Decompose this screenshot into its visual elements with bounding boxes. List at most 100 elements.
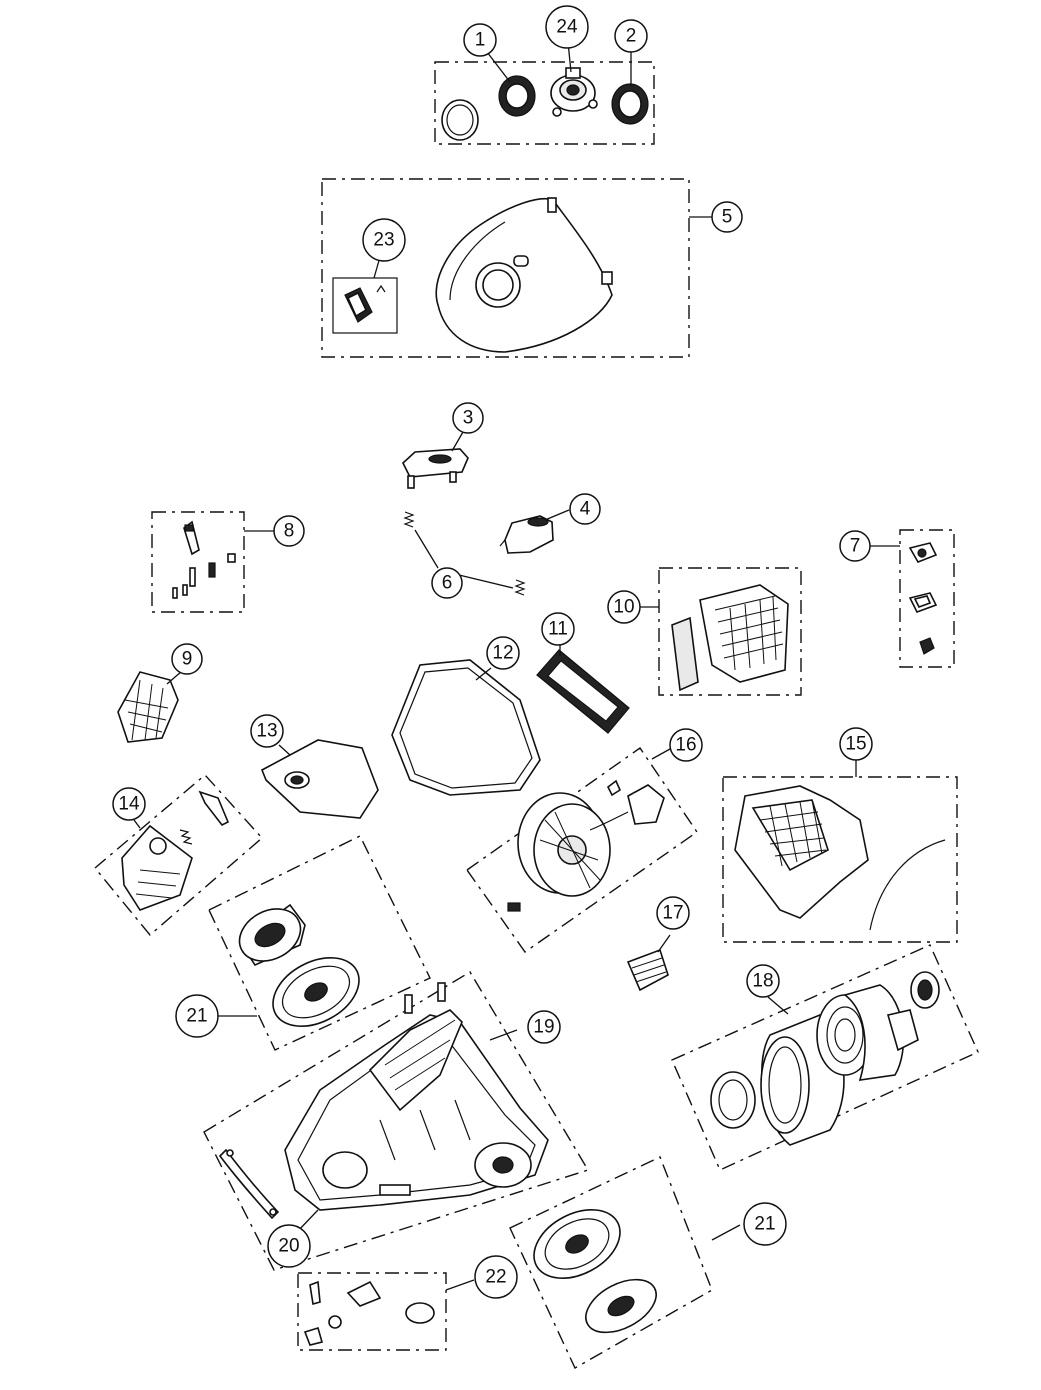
part-motor [816, 984, 919, 1081]
svg-text:23: 23 [373, 230, 394, 251]
group-box-motor [671, 944, 979, 1171]
callout-17: 17 [656, 896, 690, 930]
svg-text:6: 6 [442, 573, 453, 594]
group-box-switch-parts [151, 511, 245, 613]
svg-text:10: 10 [613, 597, 634, 618]
callout-18: 18 [746, 964, 780, 998]
part-hose-swivel-24 [550, 67, 598, 117]
callout-3: 3 [452, 402, 484, 434]
svg-text:22: 22 [485, 1267, 506, 1288]
svg-text:19: 19 [533, 1017, 554, 1038]
callout-12: 12 [486, 636, 520, 670]
part-wheel-cover-b [585, 1278, 657, 1334]
group-box-cord-reel [466, 747, 698, 953]
svg-text:2: 2 [626, 26, 637, 47]
group-box-exhaust-filter [658, 567, 802, 696]
sub-box-latch-23 [332, 277, 398, 334]
part-cover-seal-12 [391, 659, 541, 796]
svg-text:15: 15 [845, 734, 866, 755]
part-pin-a [404, 994, 413, 1014]
svg-text:12: 12 [492, 643, 513, 664]
svg-text:20: 20 [278, 1236, 299, 1257]
svg-text:3: 3 [463, 408, 474, 429]
part-main-body-19 [284, 1009, 549, 1211]
group-box-rear-grille [722, 776, 958, 943]
svg-text:7: 7 [850, 536, 861, 557]
group-wheels-upper [208, 835, 431, 1051]
part-motor-seal [710, 1071, 756, 1129]
svg-text:14: 14 [118, 794, 140, 815]
callout-4: 4 [569, 493, 601, 525]
part-hepa-filter-frame [699, 584, 789, 683]
group-box-top-cover [321, 178, 690, 358]
callout-21-upper: 21 [175, 994, 219, 1038]
group-box-main-body [203, 971, 590, 1271]
part-wheel-b [533, 1209, 621, 1279]
svg-text:13: 13 [256, 721, 277, 742]
group-castor-parts [297, 1272, 447, 1351]
callout-20: 20 [267, 1224, 311, 1268]
part-ring-1 [498, 75, 536, 117]
callout-21-lower: 21 [743, 1202, 787, 1246]
callout-24: 24 [545, 5, 589, 49]
group-box-castor-parts [297, 1272, 447, 1351]
part-springs-6 [403, 511, 526, 596]
svg-text:17: 17 [662, 903, 683, 924]
callout-9: 9 [171, 643, 203, 675]
svg-text:21: 21 [754, 1214, 775, 1235]
svg-text:9: 9 [182, 649, 193, 670]
part-grille-9 [117, 671, 179, 743]
part-ring-2 [611, 83, 649, 125]
callouts: 1 24 2 5 23 3 4 8 7 6 10 11 12 9 13 16 1… [112, 5, 873, 1299]
svg-text:11: 11 [548, 619, 568, 640]
group-wheels-lower [509, 1156, 713, 1369]
svg-text:4: 4 [580, 499, 591, 520]
callout-7: 7 [839, 530, 871, 562]
part-wheel-cover-a [238, 903, 306, 967]
part-pin-b [437, 982, 446, 1002]
group-box-small-clips [899, 529, 955, 668]
group-hose-connector [434, 61, 655, 145]
group-cord-reel [466, 747, 698, 953]
callout-13: 13 [250, 714, 284, 748]
group-bag-holder [94, 774, 263, 936]
group-box-bag-holder [94, 774, 263, 936]
group-small-clips [899, 529, 955, 668]
callout-10: 10 [607, 590, 641, 624]
part-top-cover-5 [435, 197, 613, 353]
group-switch-parts [151, 511, 245, 613]
callout-6: 6 [431, 567, 463, 599]
svg-text:18: 18 [752, 971, 773, 992]
part-button-panel-3 [402, 448, 469, 489]
part-wheel-a [272, 957, 360, 1027]
part-small-grille-17 [626, 948, 669, 992]
callout-14: 14 [112, 787, 146, 821]
group-box-wheels-upper [208, 835, 431, 1051]
callout-15: 15 [839, 727, 873, 761]
callout-16: 16 [669, 728, 703, 762]
svg-text:21: 21 [186, 1006, 207, 1027]
callout-19: 19 [527, 1010, 561, 1044]
callout-8: 8 [273, 515, 305, 547]
group-top-cover [321, 178, 690, 358]
callout-2: 2 [614, 19, 648, 53]
group-exhaust-filter [658, 567, 802, 696]
group-main-body [203, 971, 590, 1271]
part-button-4 [499, 515, 554, 554]
svg-text:16: 16 [675, 735, 696, 756]
callout-23: 23 [362, 218, 406, 262]
callout-22: 22 [474, 1255, 518, 1299]
group-rear-grille [722, 776, 958, 943]
svg-text:8: 8 [284, 521, 295, 542]
callout-11: 11 [541, 612, 575, 646]
part-ring-outer [441, 99, 479, 141]
part-handle-20 [218, 1148, 280, 1220]
svg-text:1: 1 [475, 30, 486, 51]
svg-text:24: 24 [556, 17, 578, 38]
callout-1: 1 [463, 23, 497, 57]
part-latch-23 [344, 284, 386, 323]
part-motor-fan-cover [910, 971, 940, 1009]
group-box-hose-connector [434, 61, 655, 145]
svg-text:5: 5 [722, 207, 733, 228]
